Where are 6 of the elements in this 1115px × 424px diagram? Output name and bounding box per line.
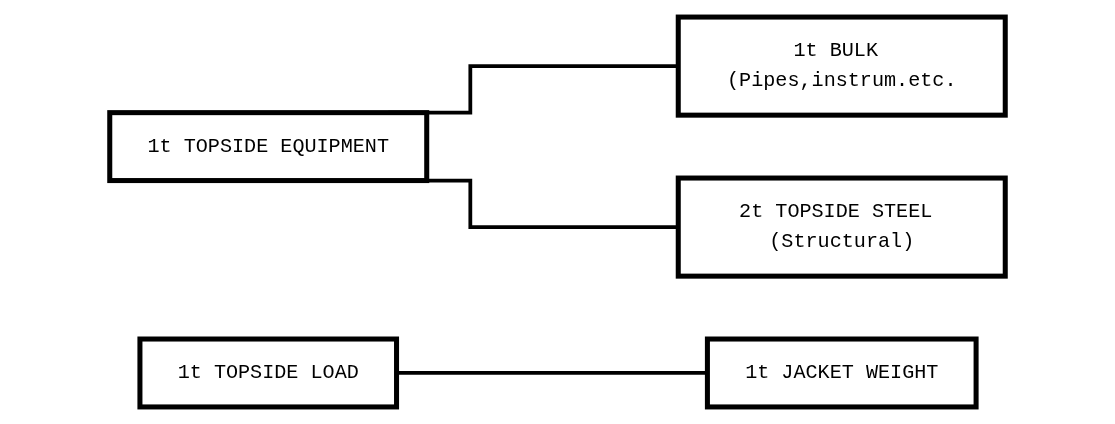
node-box: 1t TOPSIDE LOAD [137, 336, 400, 410]
node-box: 1t TOPSIDE EQUIPMENT [107, 110, 430, 184]
node-box: 2t TOPSIDE STEEL (Structural) [675, 175, 1008, 279]
connector [396, 371, 708, 375]
node-box: 1t BULK (Pipes,instrum.etc. [675, 14, 1008, 118]
node-box: 1t JACKET WEIGHT [704, 336, 979, 410]
